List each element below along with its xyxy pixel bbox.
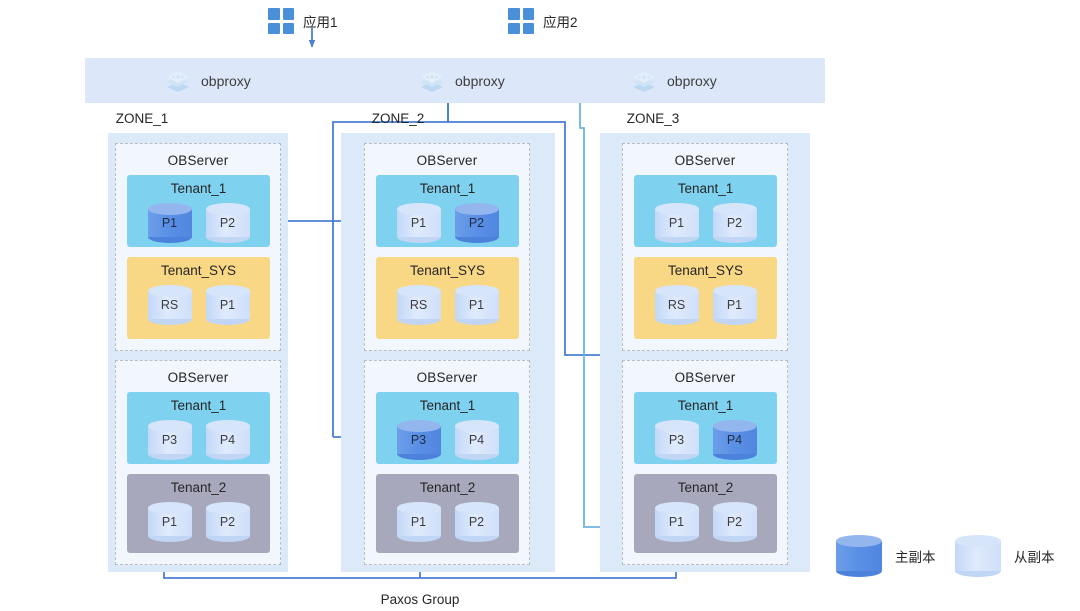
replica-row: P3 P4 <box>127 420 270 460</box>
application-2-label: 应用2 <box>543 15 578 30</box>
zone-1-observer-2-tenant-1: Tenant_1 P3 P4 <box>127 392 270 464</box>
replica-row: P1 P2 <box>376 203 519 243</box>
obproxy-2-label: obproxy <box>455 73 505 89</box>
replica-p2[interactable]: P2 <box>205 203 250 243</box>
zone-1-observer-2-tenant-2: Tenant_2 P1 P2 <box>127 474 270 553</box>
legend-follower-replica: 从副本 <box>955 535 1055 577</box>
replica-p1[interactable]: P1 <box>396 502 441 542</box>
replica-p2[interactable]: P2 <box>712 203 757 243</box>
replica-p4[interactable]: P4 <box>712 420 757 460</box>
replica-p2[interactable]: P2 <box>205 502 250 542</box>
tenant-name: Tenant_2 <box>419 480 476 495</box>
replica-p2[interactable]: P2 <box>454 502 499 542</box>
layers-icon <box>167 71 189 92</box>
tenant-name: Tenant_1 <box>677 398 734 413</box>
layers-icon <box>633 71 655 92</box>
replica-p1[interactable]: P1 <box>147 203 192 243</box>
replica-row: P1 P2 <box>634 502 777 542</box>
obproxy-3-label: obproxy <box>667 73 717 89</box>
primary-replica-swatch <box>836 535 882 577</box>
zone-3-observer-2: OBServer Tenant_1 P3 P4 Tenant_2 P1 <box>622 360 788 565</box>
replica-row: RS P1 <box>127 285 270 325</box>
zone-3-title: ZONE_3 <box>626 111 680 126</box>
application-1[interactable]: 应用1 <box>268 8 338 34</box>
legend-follower-label: 从副本 <box>1014 550 1055 565</box>
observer-title: OBServer <box>416 153 478 168</box>
replica-row: P1 P2 <box>376 502 519 542</box>
tenant-name: Tenant_1 <box>677 181 734 196</box>
tenant-name: Tenant_1 <box>170 398 227 413</box>
zone-2-title: ZONE_2 <box>371 111 425 126</box>
replica-row: P3 P4 <box>634 420 777 460</box>
replica-p1[interactable]: P1 <box>712 285 757 325</box>
paxos-group-label: Paxos Group <box>380 592 460 607</box>
replica-p2[interactable]: P2 <box>712 502 757 542</box>
tenant-name: Tenant_SYS <box>667 263 744 278</box>
zone-3-observer-2-tenant-2: Tenant_2 P1 P2 <box>634 474 777 553</box>
legend-primary-replica: 主副本 <box>836 535 936 577</box>
zone-3-observer-1-tenant-sys: Tenant_SYS RS P1 <box>634 257 777 339</box>
obproxy-3[interactable]: obproxy <box>630 68 717 94</box>
observer-title: OBServer <box>167 370 229 385</box>
replica-rs[interactable]: RS <box>396 285 441 325</box>
follower-replica-swatch <box>955 535 1001 577</box>
application-1-label: 应用1 <box>303 15 338 30</box>
app-grid-icon <box>508 8 534 34</box>
tenant-name: Tenant_SYS <box>160 263 237 278</box>
zone-2-observer-1: OBServer Tenant_1 P1 P2 Tenant_SYS RS <box>364 143 530 351</box>
replica-row: RS P1 <box>634 285 777 325</box>
obproxy-band <box>85 58 825 103</box>
tenant-name: Tenant_1 <box>170 181 227 196</box>
replica-p4[interactable]: P4 <box>454 420 499 460</box>
zone-1-observer-1: OBServer Tenant_1 P1 P2 Tenant_SYS RS <box>115 143 281 351</box>
obproxy-1-label: obproxy <box>201 73 251 89</box>
observer-title: OBServer <box>167 153 229 168</box>
tenant-name: Tenant_2 <box>170 480 227 495</box>
legend-primary-label: 主副本 <box>895 550 936 565</box>
replica-row: P3 P4 <box>376 420 519 460</box>
obproxy-2[interactable]: obproxy <box>418 68 505 94</box>
replica-rs[interactable]: RS <box>654 285 699 325</box>
replica-p4[interactable]: P4 <box>205 420 250 460</box>
zone-2-observer-2: OBServer Tenant_1 P3 P4 Tenant_2 P1 <box>364 360 530 565</box>
replica-p2[interactable]: P2 <box>454 203 499 243</box>
replica-row: RS P1 <box>376 285 519 325</box>
replica-rs[interactable]: RS <box>147 285 192 325</box>
observer-title: OBServer <box>416 370 478 385</box>
replica-p1[interactable]: P1 <box>205 285 250 325</box>
layers-icon <box>421 71 443 92</box>
obproxy-1[interactable]: obproxy <box>164 68 251 94</box>
tenant-name: Tenant_1 <box>419 181 476 196</box>
replica-p3[interactable]: P3 <box>147 420 192 460</box>
zone-1-title: ZONE_1 <box>115 111 169 126</box>
tenant-name: Tenant_2 <box>677 480 734 495</box>
zone-1-observer-2: OBServer Tenant_1 P3 P4 Tenant_2 P1 <box>115 360 281 565</box>
replica-p3[interactable]: P3 <box>654 420 699 460</box>
replica-p1[interactable]: P1 <box>454 285 499 325</box>
zone-2-observer-2-tenant-2: Tenant_2 P1 P2 <box>376 474 519 553</box>
tenant-name: Tenant_1 <box>419 398 476 413</box>
zone-2-observer-1-tenant-1: Tenant_1 P1 P2 <box>376 175 519 247</box>
replica-p3[interactable]: P3 <box>396 420 441 460</box>
app-grid-icon <box>268 8 294 34</box>
replica-row: P1 P2 <box>634 203 777 243</box>
zone-1-observer-1-tenant-1: Tenant_1 P1 P2 <box>127 175 270 247</box>
observer-title: OBServer <box>674 370 736 385</box>
application-2[interactable]: 应用2 <box>508 8 578 34</box>
zone-2-observer-2-tenant-1: Tenant_1 P3 P4 <box>376 392 519 464</box>
replica-row: P1 P2 <box>127 502 270 542</box>
replica-row: P1 P2 <box>127 203 270 243</box>
zone-3-observer-2-tenant-1: Tenant_1 P3 P4 <box>634 392 777 464</box>
tenant-name: Tenant_SYS <box>409 263 486 278</box>
replica-p1[interactable]: P1 <box>654 502 699 542</box>
observer-title: OBServer <box>674 153 736 168</box>
zone-3-observer-1: OBServer Tenant_1 P1 P2 Tenant_SYS RS <box>622 143 788 351</box>
zone-1-observer-1-tenant-sys: Tenant_SYS RS P1 <box>127 257 270 339</box>
zone-2-observer-1-tenant-sys: Tenant_SYS RS P1 <box>376 257 519 339</box>
replica-p1[interactable]: P1 <box>147 502 192 542</box>
replica-p1[interactable]: P1 <box>396 203 441 243</box>
replica-p1[interactable]: P1 <box>654 203 699 243</box>
zone-3-observer-1-tenant-1: Tenant_1 P1 P2 <box>634 175 777 247</box>
